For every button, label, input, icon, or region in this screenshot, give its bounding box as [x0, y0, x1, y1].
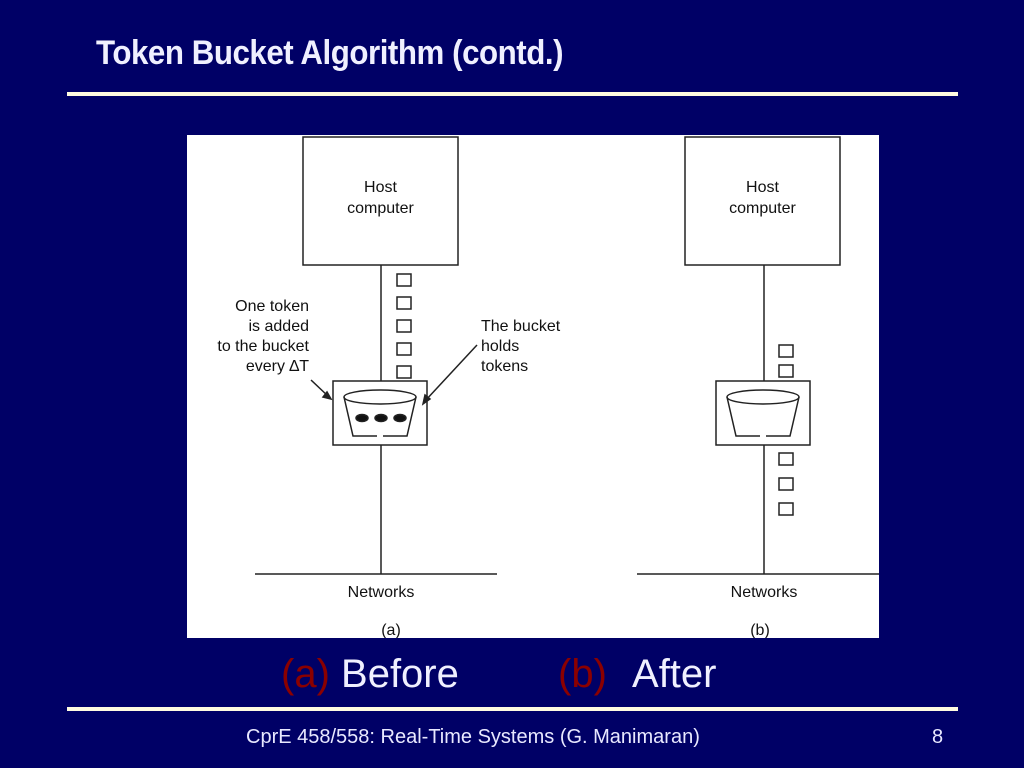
panel-label-b: (b) [750, 622, 770, 638]
token-square [396, 319, 412, 333]
slide-title: Token Bucket Algorithm (contd.) [96, 34, 564, 72]
bucket-token-dot [374, 413, 388, 423]
bucket-rim-a [343, 389, 417, 405]
host-label-a-line1: Host [364, 179, 397, 196]
panel-a: Host computer Networks (a) One token is … [217, 136, 561, 638]
incoming-tokens-a [396, 273, 412, 379]
token-added-arrowhead-icon [321, 390, 333, 401]
host-label-a-line2: computer [347, 200, 414, 217]
token-square [396, 273, 412, 287]
bucket-body-a [343, 396, 417, 437]
bucket-holds-note-line1: The bucket [481, 318, 561, 335]
token-added-note-line1: One token [235, 298, 309, 315]
bucket-holds-arrow [424, 344, 478, 402]
packet-square [778, 477, 794, 491]
token-bucket-diagram: Host computer Networks (a) One token is … [217, 136, 879, 638]
caption-a: (a) Before [281, 652, 459, 697]
token-square [396, 342, 412, 356]
panel-label-a: (a) [381, 622, 401, 638]
footer-divider [67, 707, 958, 711]
bucket-holds-note-line3: tokens [481, 358, 528, 375]
bucket-frame-a [332, 380, 428, 446]
host-computer-box-b [684, 136, 841, 266]
caption-b-text: After [632, 652, 717, 696]
network-label-b: Networks [731, 584, 798, 601]
caption-a-text: Before [341, 652, 459, 696]
page-number: 8 [932, 726, 944, 748]
token-square [778, 364, 794, 378]
bucket-token-dot [355, 413, 369, 423]
footer-text: CprE 458/558: Real-Time Systems (G. Mani… [246, 726, 700, 748]
host-label-b-line1: Host [746, 179, 779, 196]
network-label-a: Networks [348, 584, 415, 601]
bucket-body-b [726, 396, 800, 437]
token-bucket-figure: Host computer Networks (a) One token is … [187, 135, 879, 638]
caption-b-label: (b) [558, 652, 607, 696]
title-divider [67, 92, 958, 96]
token-square [396, 296, 412, 310]
packet-square [778, 502, 794, 516]
token-added-note-line3: to the bucket [217, 338, 309, 355]
bucket-rim-b [726, 389, 800, 405]
incoming-tokens-b [778, 344, 794, 378]
token-square [396, 365, 412, 379]
bucket-frame-b [715, 380, 811, 446]
token-square [778, 344, 794, 358]
bucket-token-dot [393, 413, 407, 423]
bucket-tokens-a [355, 413, 407, 423]
panel-b: Host computer Networks (b) [637, 136, 879, 638]
token-added-note-line4: every ∆T [246, 358, 309, 375]
bucket-holds-note-line2: holds [481, 338, 519, 355]
bucket-holds-arrowhead-icon [421, 393, 432, 406]
caption-a-label: (a) [281, 652, 330, 696]
packet-square [778, 452, 794, 466]
host-label-b-line2: computer [729, 200, 796, 217]
token-added-note-line2: is added [249, 318, 310, 335]
caption-b: (b) After [558, 652, 717, 697]
outgoing-packets-b [778, 452, 794, 516]
